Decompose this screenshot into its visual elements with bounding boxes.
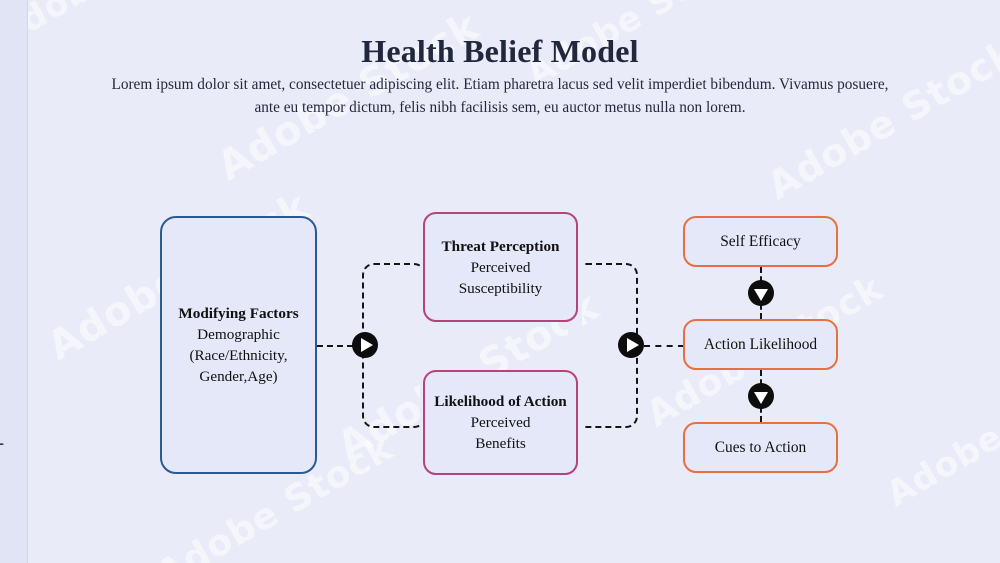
connector-merge-to-action	[644, 345, 684, 347]
node-modifying-factors-line1: Demographic	[197, 326, 280, 343]
node-modifying-factors-line3: Gender,Age)	[199, 368, 278, 385]
page-subtitle: Lorem ipsum dolor sit amet, consectetuer…	[111, 76, 889, 116]
stock-credit-label: Adobe Stock | #507558980	[0, 338, 4, 549]
node-cues-to-action-title: Cues to Action	[714, 439, 807, 456]
node-likelihood-of-action-line2: Benefits	[475, 435, 526, 452]
node-likelihood-of-action-line1: Perceived	[470, 414, 531, 431]
triangle-right-icon	[361, 338, 373, 352]
node-self-efficacy[interactable]: Self Efficacy	[683, 216, 838, 267]
node-threat-perception-title: Threat Perception	[441, 237, 560, 255]
node-modifying-factors-title: Modifying Factors	[178, 305, 299, 322]
node-modifying-factors-line2: (Race/Ethnicity,	[189, 347, 288, 364]
node-action-likelihood-title: Action Likelihood	[703, 336, 818, 353]
node-modifying-factors[interactable]: Modifying Factors Demographic (Race/Ethn…	[160, 216, 317, 474]
arrow-down-marker-selfefficacy-icon	[748, 280, 774, 306]
triangle-right-icon	[627, 338, 639, 352]
credit-strip	[0, 0, 28, 563]
node-self-efficacy-title: Self Efficacy	[720, 233, 801, 250]
watermark-text: Adobe Stock	[880, 354, 1000, 515]
credit-divider	[27, 0, 28, 563]
node-threat-perception-line1: Perceived	[470, 258, 531, 276]
arrow-right-marker-merge-icon	[618, 332, 644, 358]
node-threat-perception[interactable]: Threat Perception Perceived Susceptibili…	[423, 212, 578, 322]
node-cues-to-action[interactable]: Cues to Action	[683, 422, 838, 473]
arrow-right-marker-split-icon	[352, 332, 378, 358]
node-threat-perception-line2: Susceptibility	[458, 279, 543, 297]
node-likelihood-of-action-title: Likelihood of Action	[434, 393, 567, 410]
triangle-down-icon	[754, 392, 768, 404]
page-title: Health Belief Model	[361, 33, 639, 69]
node-action-likelihood[interactable]: Action Likelihood	[683, 319, 838, 370]
node-likelihood-of-action[interactable]: Likelihood of Action Perceived Benefits	[423, 370, 578, 475]
triangle-down-icon	[754, 289, 768, 301]
arrow-down-marker-action-icon	[748, 383, 774, 409]
connector-modifying-to-split	[317, 345, 353, 347]
